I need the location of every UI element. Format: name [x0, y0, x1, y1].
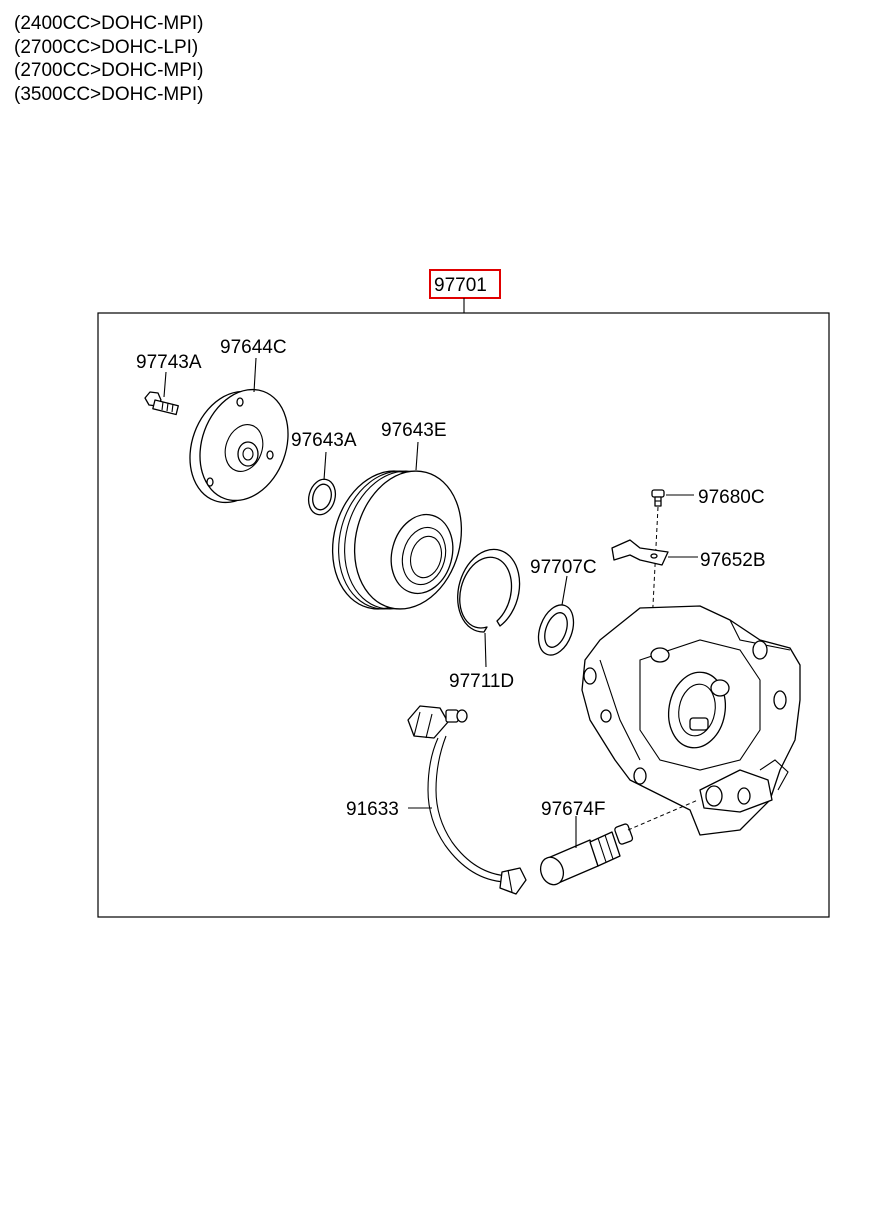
part-label-clutch-hub[interactable]: 97644C: [220, 337, 287, 358]
clutch-hub-leader: [253, 357, 257, 393]
switch-assembly-line: [627, 799, 699, 831]
part-label-snap-ring[interactable]: 97643A: [291, 430, 357, 451]
part-label-bolt[interactable]: 97743A: [136, 352, 202, 373]
snap-ring-icon: [307, 478, 337, 516]
part-label-wiring[interactable]: 91633: [346, 799, 399, 820]
shim-leader: [561, 575, 568, 606]
wiring-harness-icon: [407, 705, 527, 895]
snap-ring-leader: [323, 451, 327, 481]
engine-variant: (2700CC>DOHC-LPI): [14, 36, 199, 58]
shim-icon: [537, 604, 575, 656]
bolt-leader: [163, 371, 167, 398]
engine-variant: (2700CC>DOHC-MPI): [14, 60, 204, 81]
screw-icon: [651, 489, 665, 507]
engine-variant: (3500CC>DOHC-MPI): [14, 83, 204, 105]
part-label-shim[interactable]: 97707C: [530, 557, 597, 578]
clutch-hub-icon: [189, 388, 289, 504]
pulley-leader: [415, 441, 419, 471]
assembly-part-number[interactable]: 97701: [434, 275, 487, 296]
engine-variant: (2400CC>DOHC-MPI): [14, 13, 204, 34]
coil-ring-leader: [484, 632, 487, 668]
part-label-pulley[interactable]: 97643E: [381, 420, 447, 441]
assembly-frame: [97, 312, 830, 918]
part-label-pressure-switch[interactable]: 97674F: [541, 799, 605, 820]
compressor-icon: [581, 605, 801, 836]
engine-variant-list: (2400CC>DOHC-MPI) (2700CC>DOHC-LPI) (270…: [14, 12, 204, 106]
part-label-coil-ring[interactable]: 97711D: [449, 671, 514, 692]
coil-ring-icon: [457, 548, 521, 633]
pulley-icon: [331, 470, 463, 610]
part-label-bracket[interactable]: 97652B: [700, 550, 766, 571]
pressure-switch-icon: [539, 823, 634, 886]
bolt-icon: [144, 391, 179, 416]
part-label-screw[interactable]: 97680C: [698, 487, 765, 508]
screw-assembly-line: [651, 506, 659, 626]
bracket-icon: [611, 539, 669, 566]
assembly-highlight-box: [429, 269, 501, 299]
